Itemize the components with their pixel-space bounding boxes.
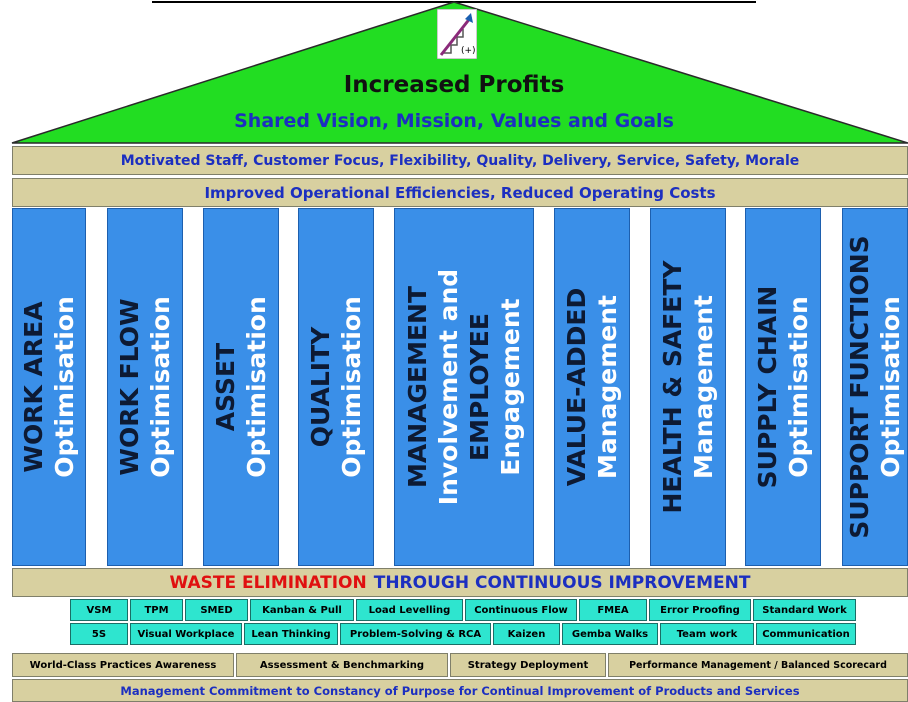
foundation-world-class-practices: World-Class Practices Awareness [12,653,234,677]
tool-kaizen: Kaizen [493,623,560,645]
band-waste-elimination: WASTE ELIMINATION THROUGH CONTINUOUS IMP… [12,568,908,597]
band-efficiencies: Improved Operational Efficiencies, Reduc… [12,178,908,207]
roof-title: Increased Profits [343,72,565,98]
roof [11,1,908,144]
roof-subtitle: Shared Vision, Mission, Values and Goals [234,110,674,132]
tool-error-proofing: Error Proofing [649,599,751,621]
tool-lean-thinking: Lean Thinking [244,623,338,645]
waste-blue-text: THROUGH CONTINUOUS IMPROVEMENT [373,572,751,593]
pillar-management: MANAGEMENT Involvement and EMPLOYEE Enga… [394,208,534,566]
rising-chart-icon: (+) [436,8,478,60]
tool-5s: 5S [70,623,128,645]
tool-fmea: FMEA [579,599,647,621]
foundation-strategy-deployment: Strategy Deployment [450,653,606,677]
tool-visual-workplace: Visual Workplace [130,623,242,645]
tool-standard-work: Standard Work [753,599,856,621]
tool-tpm: TPM [130,599,183,621]
waste-red-text: WASTE ELIMINATION [169,572,367,593]
band-motivated: Motivated Staff, Customer Focus, Flexibi… [12,146,908,175]
logo-label: (+) [461,46,476,56]
foundation-assessment-benchmarking: Assessment & Benchmarking [236,653,448,677]
tool-smed: SMED [185,599,248,621]
tool-vsm: VSM [70,599,128,621]
tool-load-levelling: Load Levelling [356,599,463,621]
band-management-commitment: Management Commitment to Constancy of Pu… [12,679,908,702]
tool-continuous-flow: Continuous Flow [465,599,577,621]
tool-problem-solving-rca: Problem-Solving & RCA [340,623,491,645]
tool-communication: Communication [756,623,856,645]
tool-kanban-pull: Kanban & Pull [250,599,354,621]
tool-team-work: Team work [660,623,754,645]
tool-gemba-walks: Gemba Walks [562,623,658,645]
foundation-performance-management: Performance Management / Balanced Scorec… [608,653,908,677]
